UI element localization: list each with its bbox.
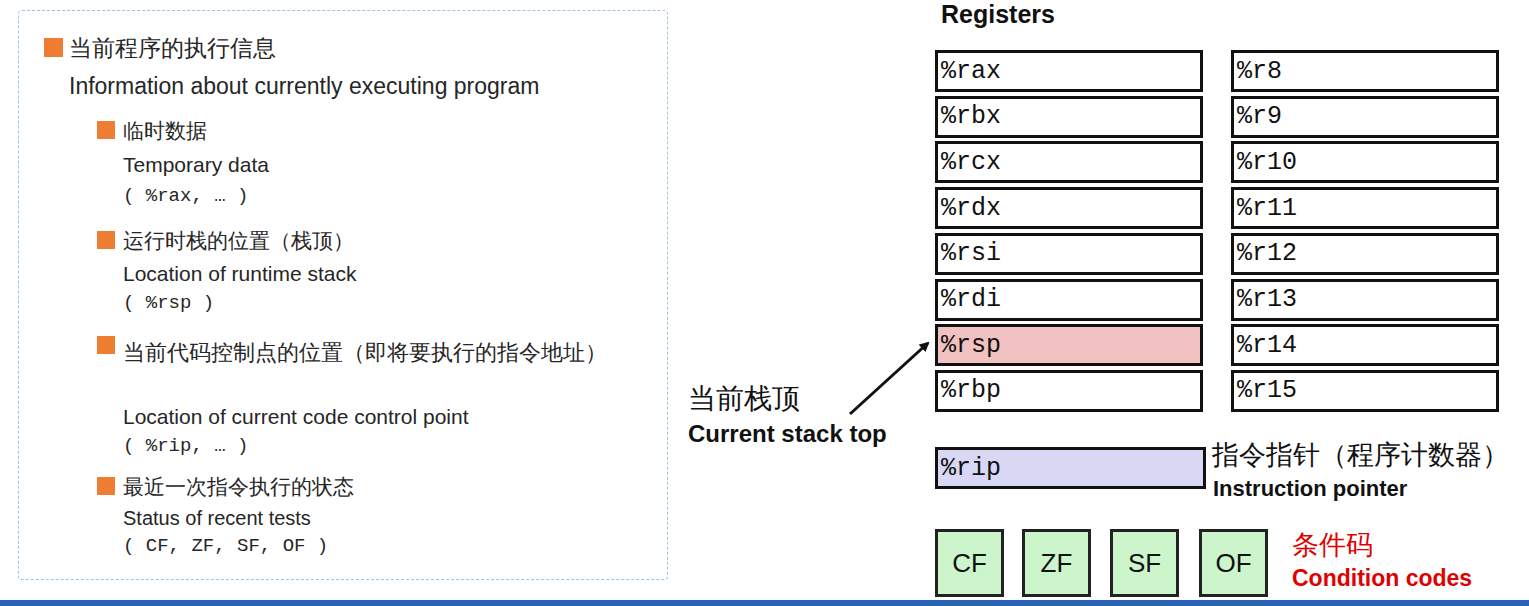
register-box: %rdi [935,279,1203,321]
code-text: ( %rsp ) [123,292,214,314]
bullet-square [97,121,115,139]
section-heading: Registers [941,0,1055,29]
code-text: ( %rax, … ) [123,185,248,207]
register-box: %r12 [1231,233,1499,275]
bullet-text: Status of recent tests [123,507,311,530]
register-name: %r8 [1234,57,1282,86]
register-box: %rsp [935,324,1203,366]
register-box: %rbp [935,370,1203,412]
register-box: %rsi [935,233,1203,275]
register-name: %rax [938,57,1001,86]
register-name: %r12 [1234,239,1297,268]
register-box: %r14 [1231,324,1499,366]
register-box: %rip [935,447,1206,489]
register-name: %r13 [1234,285,1297,314]
bullet-text: Information about currently executing pr… [69,73,539,100]
register-box: %r15 [1231,370,1499,412]
bullet-text: 运行时栈的位置（栈顶） [123,227,354,255]
bullet-text: 当前代码控制点的位置（即将要执行的指令地址） [123,331,633,374]
bottom-bar [0,600,1529,606]
code-text: ( %rip, … ) [123,435,248,457]
bullet-square [44,38,63,57]
bullet-text: 最近一次指令执行的状态 [123,473,354,501]
register-name: %rdi [938,285,1001,314]
bullet-text: Temporary data [123,153,269,177]
bullet-square [97,477,115,495]
leader-arrow [850,343,928,414]
register-name: %rbx [938,102,1001,131]
callout-label: Instruction pointer [1213,476,1407,502]
register-box: %rax [935,50,1203,92]
bullet-text: Location of runtime stack [123,262,356,286]
register-box: %r11 [1231,187,1499,229]
callout-label: 指令指针（程序计数器） [1212,437,1509,473]
register-name: %r9 [1234,102,1282,131]
condition-code-box: ZF [1022,529,1091,597]
legend-label: Condition codes [1292,565,1472,592]
register-box: %r8 [1231,50,1499,92]
flag-name: OF [1215,548,1251,579]
register-name: %rdx [938,194,1001,223]
register-name: %r11 [1234,194,1297,223]
register-name: %r14 [1234,331,1297,360]
register-name: %rsp [938,331,1001,360]
register-box: %rdx [935,187,1203,229]
register-box: %r10 [1231,141,1499,183]
bullet-text: 当前程序的执行信息 [69,33,276,64]
bullet-square [97,336,115,354]
info-panel: 当前程序的执行信息 Information about currently exe… [18,10,668,580]
flag-name: CF [952,548,987,579]
register-name: %r10 [1234,148,1297,177]
register-name: %r15 [1234,376,1297,405]
flag-name: ZF [1041,548,1073,579]
register-box: %r13 [1231,279,1499,321]
callout-label: Current stack top [688,420,887,448]
code-text: ( CF, ZF, SF, OF ) [123,535,328,557]
bullet-text: 临时数据 [123,117,207,145]
callout-label: 当前栈顶 [688,380,800,418]
register-box: %r9 [1231,96,1499,138]
condition-code-box: OF [1199,529,1268,597]
legend-label: 条件码 [1292,527,1373,563]
bullet-square [97,231,115,249]
bullet-text: Location of current code control point [123,405,469,429]
register-box: %rbx [935,96,1203,138]
register-name: %rip [938,454,1001,483]
register-name: %rcx [938,148,1001,177]
condition-code-box: SF [1110,529,1179,597]
flag-name: SF [1128,548,1161,579]
register-name: %rsi [938,239,1001,268]
condition-code-box: CF [935,529,1004,597]
register-box: %rcx [935,141,1203,183]
register-name: %rbp [938,376,1001,405]
